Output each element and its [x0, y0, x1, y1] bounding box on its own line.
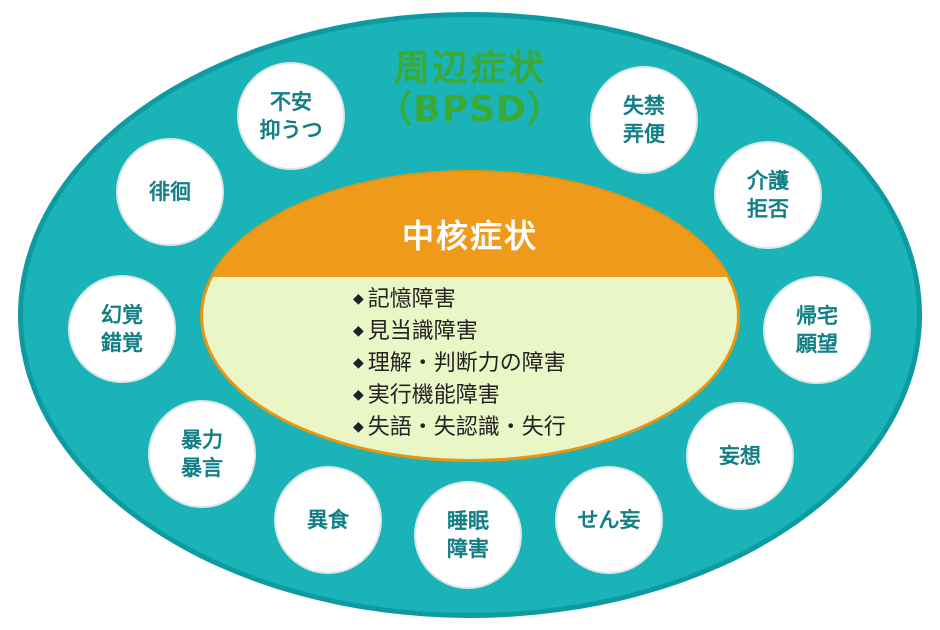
bubble-violence: 暴力 暴言 [148, 400, 256, 508]
bubble-homing: 帰宅 願望 [763, 276, 871, 384]
core-title: 中核症状 [401, 217, 538, 255]
outer-subtitle: （BPSD） [376, 89, 564, 131]
outer-title: 周辺症状 [393, 48, 546, 89]
core-item: 失語・失認識・失行 [353, 413, 566, 445]
core-item: 実行機能障害 [353, 381, 566, 413]
bubble-incontinence: 失禁 弄便 [590, 66, 698, 174]
bubble-delusion: 妄想 [686, 402, 794, 510]
bubble-care-refusal: 介護 拒否 [714, 141, 822, 249]
bubble-pica: 異食 [274, 466, 382, 574]
bubble-delirium: せん妄 [555, 466, 663, 574]
core-symptom-list: 記憶障害 見当識障害 理解・判断力の障害 実行機能障害 失語・失認識・失行 [353, 285, 566, 445]
core-item: 理解・判断力の障害 [353, 349, 566, 381]
bubble-anxiety: 不安 抑うつ [237, 62, 345, 170]
core-item: 記憶障害 [353, 285, 566, 317]
peripheral-symptoms-title: 周辺症状 （BPSD） [320, 48, 620, 131]
core-symptoms-ellipse: 中核症状 記憶障害 見当識障害 理解・判断力の障害 実行機能障害 失語・失認識・… [200, 170, 740, 462]
bubble-wandering: 徘徊 [116, 138, 224, 246]
bubble-hallucination: 幻覚 錯覚 [68, 275, 176, 383]
bubble-sleep-disorder: 睡眠 障害 [414, 481, 522, 589]
core-header [203, 173, 737, 277]
core-item: 見当識障害 [353, 317, 566, 349]
